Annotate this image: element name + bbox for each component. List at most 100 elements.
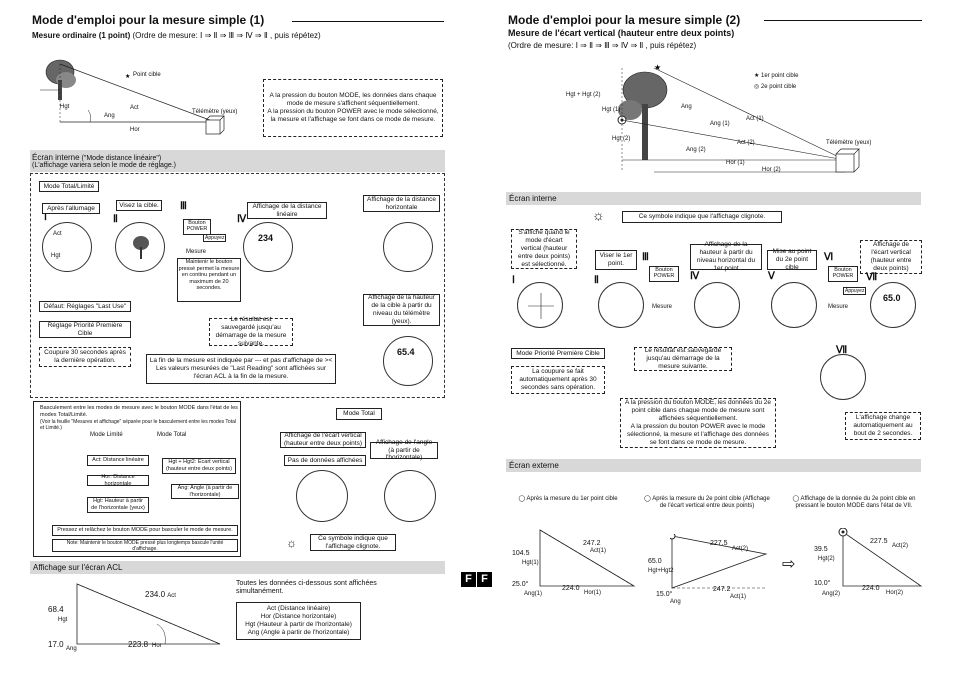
hor-horizontal: Hor: Distance horizontale (87, 474, 149, 487)
tri1-ang-label: Ang(1) (524, 591, 543, 597)
hor-label: Hor (130, 127, 140, 133)
mode-limite-label: Mode Limité (90, 432, 123, 438)
r-power-button-2[interactable]: Bouton POWER (828, 266, 858, 282)
tree-icon (45, 59, 76, 100)
act-linear: Act: Distance linéaire (87, 455, 149, 466)
crosshair-icon (528, 293, 554, 319)
two-point-diagram: ★ (617, 63, 860, 173)
hor1: Hor (1) (726, 160, 745, 166)
priority-setting: Réglage Priorité Première Cible (39, 321, 131, 338)
internal-frame (30, 173, 445, 398)
step-text-4: Mise au point du 2e point cible (767, 248, 817, 271)
lcd-screen-4: 234 (243, 222, 293, 272)
r-lcd-4 (771, 282, 817, 328)
mode-note: A la pression du bouton MODE, les donnée… (263, 79, 443, 137)
ang-angle: Ang: Angle (à partir de l'horizontale) (171, 484, 239, 499)
acl-legend: Act (Distance linéaire)Hor (Distance hor… (236, 602, 361, 640)
r-measure-2: Mesure (828, 304, 849, 310)
target-label: Point cible (133, 72, 161, 78)
ang-label: Ang (104, 113, 115, 119)
mode-total-label: Mode Total (157, 432, 187, 438)
lcd-vertical (296, 470, 348, 522)
target-icon: ◎ (754, 84, 761, 90)
tri3-act: 227.5 (870, 538, 888, 545)
step-text-2: Viser le 1er point. (595, 250, 637, 270)
triangle-1 (539, 529, 636, 587)
language-badge-2: F (477, 572, 492, 587)
acl-title: Affichage sur l'écran ACL (33, 563, 123, 572)
acl-hor-label: Hor (152, 643, 162, 649)
tri2-hgt: 65.0 (648, 558, 662, 565)
internal-screen-title: Écran interne ("Mode distance linéaire") (32, 153, 162, 162)
r-auto-change: L'affichage change automatiquement au bo… (845, 412, 921, 440)
r-saved-note: Le résultat est sauvegardé jusqu'au déma… (634, 347, 732, 371)
lcd-screen-2 (115, 222, 165, 272)
blink-note: Ce symbole indique que l'affichage clign… (310, 534, 396, 551)
tri3-act-label: Act(2) (892, 543, 909, 549)
switch-note2: (Voir la feuille "Mesures et affichage" … (40, 419, 236, 431)
hgt-vertical: Hgt + Hgt2: Écart vertical (hauteur entr… (162, 458, 236, 474)
internal-screen-sub: (L'affichage variera selon le mode de ré… (32, 162, 177, 169)
tri3-hgt: 39.5 (814, 546, 828, 553)
power-button[interactable]: Bouton POWER (183, 219, 211, 235)
r-cutoff: La coupure se fait automatiquement après… (511, 366, 605, 394)
title-rule-right (764, 20, 922, 21)
point1-label: ★ 1er point cible (754, 73, 799, 79)
step-3: Ⅲ (180, 201, 187, 212)
tri1-hor-label: Hor(1) (584, 590, 602, 596)
right-band-1 (506, 192, 921, 205)
lcd-angle (384, 470, 436, 522)
ang1: Ang (1) (710, 121, 730, 127)
hgt2: Hgt (2) (612, 136, 631, 142)
point2-label: ◎ 2e point cible (754, 84, 797, 90)
title-rule (292, 21, 444, 22)
r-lcd-6 (820, 354, 866, 400)
switch-note: Basculement entre les modes de mesure av… (40, 405, 238, 418)
act2: Act (2) (737, 140, 755, 146)
r-lcd-3 (694, 282, 740, 328)
right-blink-note: Ce symbole indique que l'affichage clign… (622, 211, 782, 223)
tri1-act: 247.2 (583, 540, 601, 547)
ext-caption-3: ◯ Affichage de la donnée du 2e point cib… (792, 496, 916, 510)
tri2-ang: 15.0° (656, 591, 673, 598)
r-lcd-5: 65.0 (870, 282, 916, 328)
mode-total-limite: Mode Total/Limité (39, 181, 99, 192)
ext-caption-1: ◯ Après la mesure du 1er point cible (518, 496, 618, 502)
triangle-2 (670, 534, 768, 589)
ext-caption-2: ◯ Après la mesure du 2e point cible (Aff… (644, 496, 770, 510)
hgt-sum: Hgt + Hgt (2) (566, 92, 601, 98)
step-1: Ⅰ (44, 212, 47, 223)
arrow-icon: ⇨ (782, 556, 796, 573)
r-step-2: Ⅱ (594, 275, 599, 286)
r-measure-1: Mesure (652, 304, 673, 310)
r-mode-note: A la pression du bouton MODE, les donnée… (620, 398, 776, 448)
saved-note: Le résultat est sauvegardé jusqu'au déma… (209, 316, 293, 347)
r-step-1: Ⅰ (512, 275, 515, 286)
r-step-7: Ⅶ (866, 272, 878, 283)
sun-blink-icon: ☼ (592, 207, 605, 223)
tri1-act-label: Act(1) (590, 548, 607, 554)
left-subtitle: Mesure ordinaire (1 point) (Ordre de mes… (32, 31, 321, 40)
r-lcd-2 (598, 282, 644, 328)
r-step-8: Ⅶ (836, 345, 848, 356)
tri3-ang: 10.0° (814, 580, 831, 587)
r-step-5: Ⅴ (768, 271, 775, 282)
no-data: Pas de données affichées (284, 455, 366, 466)
svg-text:★: ★ (654, 63, 661, 72)
height-display: Affichage de la hauteur de la cible à pa… (363, 294, 440, 326)
r-step-6: Ⅵ (824, 252, 834, 263)
r-power-button[interactable]: Bouton POWER (649, 266, 679, 282)
cutoff-note: Coupure 30 secondes après la dernière op… (39, 347, 131, 367)
tri2-act: 227.5 (710, 540, 728, 547)
acl-hgt-label: Hgt (58, 617, 68, 623)
external-title: Écran externe (509, 461, 559, 470)
hold-note2: Note: Maintenir le bouton MODE pressé pl… (52, 539, 238, 552)
right-page-title: Mode d'emploi pour la mesure simple (2) (508, 13, 741, 27)
step-text-5: Affichage de l'écart vertical (hauteur e… (860, 240, 922, 274)
lcd-screen-1: Act Hgt (42, 222, 92, 272)
cube-icon (835, 148, 860, 173)
tri3-hor-label: Hor(2) (886, 590, 904, 596)
step-text-1: S'affiche quand le mode d'écart vertical… (511, 229, 577, 269)
hgt-height: Hgt: Hauteur à partir de l'horizontale (… (87, 497, 149, 513)
language-badge-1: F (461, 572, 476, 587)
